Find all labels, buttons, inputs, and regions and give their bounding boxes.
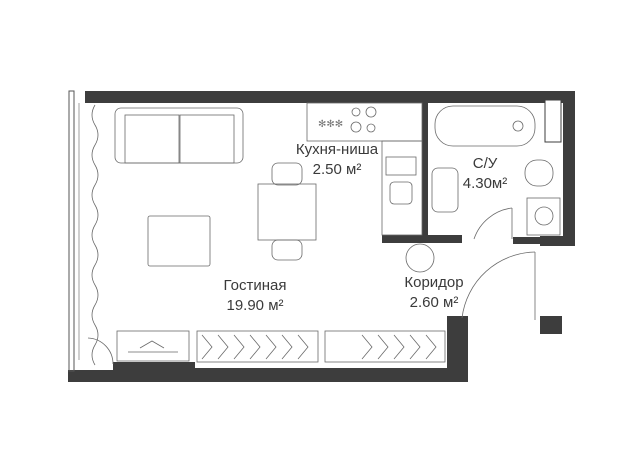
dishwasher [389,181,413,205]
wardrobe [324,330,446,363]
room-label-corridor: Коридор 2.60 м² [389,273,479,313]
room-label-bathroom: С/У 4.30м² [450,154,520,194]
rug [147,215,211,267]
kitchen-sink [385,156,417,176]
chair [271,162,303,186]
stove-counter [306,102,423,142]
balcony-door-arc [87,337,114,365]
kitchen-counter [381,140,423,236]
windows [68,90,99,372]
door-arc [473,207,513,240]
furniture: ✻✻✻ [87,102,561,365]
bathtub [434,105,536,147]
room-area: 2.50 м² [312,161,362,178]
toilet [524,159,554,187]
stool [405,243,435,273]
bath-sink [431,167,459,213]
curtain [91,104,99,366]
room-name: Коридор [404,274,464,291]
room-area: 4.30м² [462,175,508,192]
room-name: Кухня-ниша [295,141,379,158]
table [257,183,317,241]
room-label-kitchen: Кухня-ниша 2.50 м² [282,140,392,180]
room-name: С/У [472,155,498,172]
room-label-living: Гостиная 19.90 м² [210,276,300,316]
washer [526,197,561,236]
wardrobe [196,330,319,363]
svg-text:✻✻✻: ✻✻✻ [318,119,343,130]
chair [271,239,303,261]
room-area: 19.90 м² [226,297,284,314]
walls [68,91,575,382]
room-area: 2.60 м² [409,294,459,311]
entrance-door-arc [461,251,536,319]
room-name: Гостиная [223,277,287,294]
shelf [116,330,190,362]
